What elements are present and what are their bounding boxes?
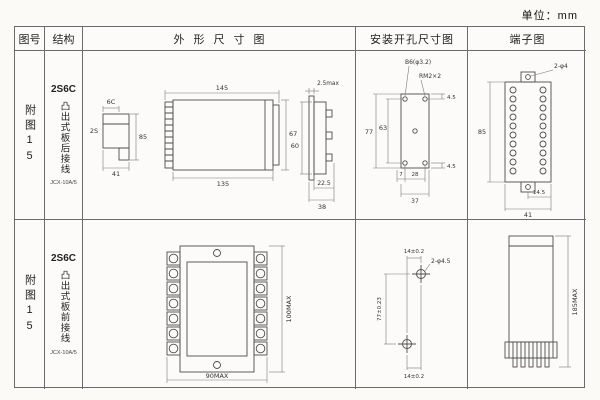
dim-label-2phi4: 2-φ4 (554, 63, 568, 70)
row1-structure-desc: 凸出式板后接线 (58, 100, 70, 175)
header-mounting-dims: 安装开孔尺寸图 (356, 27, 468, 51)
dim-label-rm2: RM2×2 (419, 73, 441, 80)
terminal-drawing-rear: 2-φ4 85 14.5 41 (478, 63, 568, 218)
terminal-side-profile (504, 235, 558, 367)
row2-structure-cell: 2S6C 凸出式板前接线 JCX-10A/5 (45, 220, 83, 389)
contact-side-view-dims (102, 106, 139, 171)
dim-label-2phi4-5: 2-φ4.5 (431, 258, 451, 265)
dim-label-14-5: 14.5 (533, 190, 546, 196)
contact-side-view (102, 113, 130, 161)
terminal-block (504, 71, 552, 193)
panel-cutout-dims (372, 65, 445, 197)
header-terminal-diagram: 端子图 (468, 27, 586, 51)
outline-drawing-front: 90MAX 100MAX (166, 245, 293, 383)
dim-label-38: 38 (318, 203, 326, 211)
header-structure: 结构 (45, 27, 83, 51)
dim-label-185max: 185MAX (571, 287, 579, 314)
row1-outline-cell: 6C 2S 85 41 145 135 67 (83, 51, 356, 220)
dim-label-60: 60 (291, 142, 299, 150)
row2-fig-no-label: 附图15 (23, 273, 36, 336)
row1-type-code: JCX-10A/5 (50, 180, 77, 187)
dim-label-85: 85 (139, 133, 147, 141)
front-wiring-view (166, 245, 268, 372)
dim-label-37: 37 (411, 198, 419, 205)
row2-outline-cell: 90MAX 100MAX (83, 220, 356, 389)
dim-label-bottom-4-5: 4.5 (447, 164, 456, 170)
dim-label-7: 7 (399, 172, 403, 178)
dim-label-100max: 100MAX (285, 294, 293, 321)
row2-model-label: 2S6C (50, 253, 76, 265)
depth-side-view (308, 95, 333, 181)
row2-structure-desc: 凸出式板前接线 (58, 270, 70, 344)
row2-fig-no-cell: 附图15 (15, 220, 45, 389)
panel-cutout (400, 93, 429, 169)
dim-label-2-5max: 2.5max (317, 81, 339, 87)
dim-label-top-14: 14±0.2 (403, 249, 423, 255)
row1-model-label: 2S6C (50, 83, 76, 95)
mounting-holes (397, 264, 430, 353)
row1-terminal-cell: 2-φ4 85 14.5 41 (468, 51, 586, 220)
row1-fig-no-label: 附图15 (23, 104, 36, 166)
mounting-holes-dims (383, 255, 430, 370)
mounting-drawing-front: 14±0.2 2-φ4.5 77±0.23 14±0.2 (377, 249, 451, 380)
dim-label-67: 67 (289, 130, 297, 138)
row2-mounting-cell: 14±0.2 2-φ4.5 77±0.23 14±0.2 (356, 220, 468, 389)
row2-terminal-cell: 185MAX (468, 220, 586, 389)
mounting-drawing-rear: B6(φ3.2) RM2×2 4.5 77 63 7 28 37 4.5 (364, 59, 456, 205)
header-fig-no: 图号 (15, 27, 45, 51)
dim-label-28: 28 (411, 172, 418, 178)
dim-label-22-5: 22.5 (317, 180, 331, 187)
header-outline-dims: 外形尺寸图 (83, 27, 356, 51)
dim-label-41: 41 (112, 170, 120, 178)
dim-label-135: 135 (217, 180, 229, 188)
terminal-block-dims (487, 69, 554, 211)
dim-label-77tol: 77±0.23 (377, 296, 383, 320)
dim-label-t85: 85 (478, 128, 486, 136)
dim-label-77: 77 (364, 128, 372, 136)
dim-label-145: 145 (216, 84, 228, 92)
front-wiring-dims (166, 245, 285, 383)
depth-side-view-dims (300, 88, 335, 202)
dim-label-top-4-5: 4.5 (447, 95, 456, 101)
dim-label-bottom-14: 14±0.2 (403, 374, 423, 380)
outline-drawing-rear: 6C 2S 85 41 145 135 67 (90, 81, 340, 211)
dim-label-t41: 41 (524, 211, 532, 218)
unit-label: 单位：mm (521, 10, 578, 22)
row1-fig-no-cell: 附图15 (15, 51, 45, 220)
dim-label-90max: 90MAX (206, 372, 229, 380)
dim-label-2s: 2S (90, 127, 98, 135)
spec-table: 图号 结构 外形尺寸图 安装开孔尺寸图 端子图 附图15 2S6C 凸出式板后接… (14, 26, 586, 389)
front-view (164, 99, 280, 171)
dim-label-hole-b6: B6(φ3.2) (405, 59, 431, 66)
dim-label-6c: 6C (107, 98, 116, 106)
front-view-dims (164, 90, 289, 181)
terminal-drawing-front: 185MAX (504, 235, 579, 367)
dim-label-63: 63 (378, 124, 386, 132)
row1-mounting-cell: B6(φ3.2) RM2×2 4.5 77 63 7 28 37 4.5 (356, 51, 468, 220)
terminal-side-dims (555, 235, 571, 367)
row1-structure-cell: 2S6C 凸出式板后接线 JCX-10A/5 (45, 51, 83, 220)
row2-type-code: JCX-10A/5 (50, 349, 77, 356)
